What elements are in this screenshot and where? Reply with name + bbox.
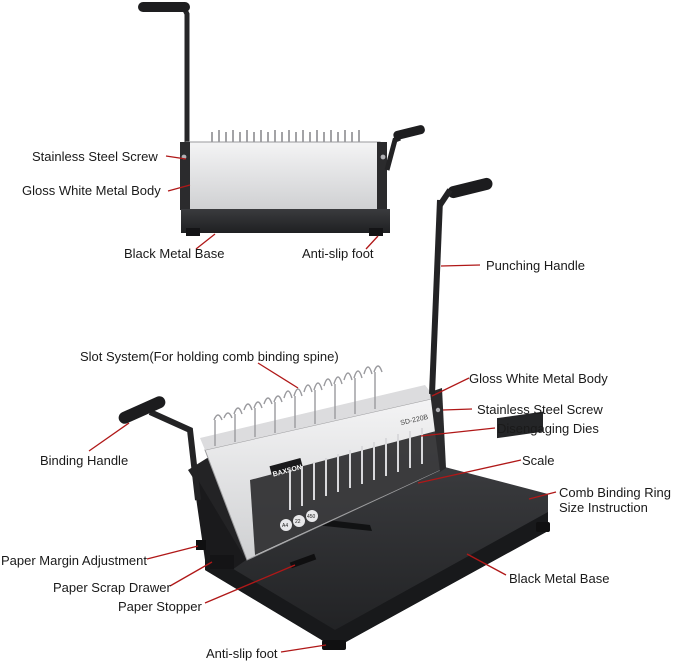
callout-binding-handle — [88, 422, 130, 452]
callout-comb-instruction — [528, 491, 557, 500]
main-comb-teeth — [213, 365, 383, 446]
badge-a4 — [280, 519, 292, 531]
label-paper-scrap-drawer: Paper Scrap Drawer — [53, 580, 171, 595]
front-right-endcap — [377, 142, 387, 210]
callout-slot-system — [257, 362, 299, 389]
callout-body-main — [431, 377, 470, 397]
front-left-endcap — [180, 142, 190, 210]
main-disengaging-dies — [289, 428, 423, 510]
callout-base-main — [466, 553, 507, 576]
main-right-endcap — [430, 388, 446, 472]
callout-lines — [88, 155, 557, 653]
label-scale: Scale — [522, 453, 555, 468]
main-binding-handle — [148, 409, 201, 501]
badge-22-text: 22 — [295, 519, 301, 525]
main-black-base — [205, 465, 548, 648]
main-body-top — [200, 385, 435, 450]
label-black-metal-base-top: Black Metal Base — [124, 246, 225, 261]
label-gloss-white-body-top: Gloss White Metal Body — [22, 183, 161, 198]
badge-450-text: 450 — [307, 514, 316, 520]
front-black-base — [181, 209, 390, 233]
callout-screw-top — [165, 155, 187, 160]
callout-paper-stopper — [204, 564, 296, 604]
front-binding-grip — [393, 125, 425, 140]
main-anti-slip-foot-right — [536, 522, 550, 532]
front-view-machine — [138, 2, 425, 236]
callout-scale — [417, 459, 522, 484]
comb-size-plate — [497, 411, 543, 439]
badge-22 — [293, 515, 305, 527]
front-white-body — [185, 141, 381, 211]
callout-punching-handle — [440, 264, 481, 267]
label-comb-ring-instruction: Comb Binding Ring Size Instruction — [559, 485, 672, 515]
callout-disengaging-dies — [420, 427, 496, 437]
paper-size-badges: A4 22 450 — [280, 510, 318, 531]
main-base-edge — [205, 512, 548, 648]
front-handle-grip — [138, 2, 190, 12]
brand-plate — [269, 457, 303, 475]
main-anti-slip-foot — [322, 640, 346, 650]
main-handle-bend — [437, 188, 453, 207]
label-paper-margin-adjustment: Paper Margin Adjustment — [1, 553, 147, 568]
label-black-metal-base-main: Black Metal Base — [509, 571, 610, 586]
front-binding-handle — [384, 135, 401, 171]
label-binding-handle: Binding Handle — [40, 453, 129, 468]
label-gloss-white-body-main: Gloss White Metal Body — [469, 371, 608, 386]
label-slot-system: Slot System(For holding comb binding spi… — [80, 349, 339, 364]
callout-base-top — [195, 233, 216, 250]
margin-adjust-knob — [196, 540, 206, 550]
paper-scrap-drawer — [210, 555, 234, 569]
front-anti-slip-foot — [369, 228, 383, 236]
main-handle-grip — [447, 177, 493, 199]
label-disengaging-dies: Disengaging Dies — [497, 421, 599, 436]
callout-foot-top — [365, 235, 379, 250]
front-anti-slip-foot-left — [186, 228, 200, 236]
callout-margin-adjustment — [146, 545, 199, 560]
paper-stopper — [289, 553, 317, 569]
label-anti-slip-foot-top: Anti-slip foot — [302, 246, 374, 261]
label-stainless-steel-screw-top: Stainless Steel Screw — [32, 149, 158, 164]
callout-foot-main — [280, 644, 327, 653]
label-stainless-steel-screw-main: Stainless Steel Screw — [477, 402, 603, 417]
callout-scrap-drawer — [169, 561, 213, 587]
callout-body-top — [167, 184, 191, 192]
label-anti-slip-foot-main: Anti-slip foot — [206, 646, 278, 661]
badge-a4-text: A4 — [282, 523, 288, 529]
badge-450 — [306, 510, 318, 522]
label-paper-stopper: Paper Stopper — [118, 599, 202, 614]
main-machine: BAXSON SD-220B A4 22 450 — [118, 177, 550, 650]
main-punching-handle — [429, 199, 443, 395]
front-punching-handle — [180, 4, 190, 150]
main-binding-grip — [118, 396, 166, 424]
front-screw-right — [380, 154, 386, 160]
callout-screw-main — [442, 408, 473, 411]
label-punching-handle: Punching Handle — [486, 258, 586, 273]
main-screw — [435, 407, 441, 413]
